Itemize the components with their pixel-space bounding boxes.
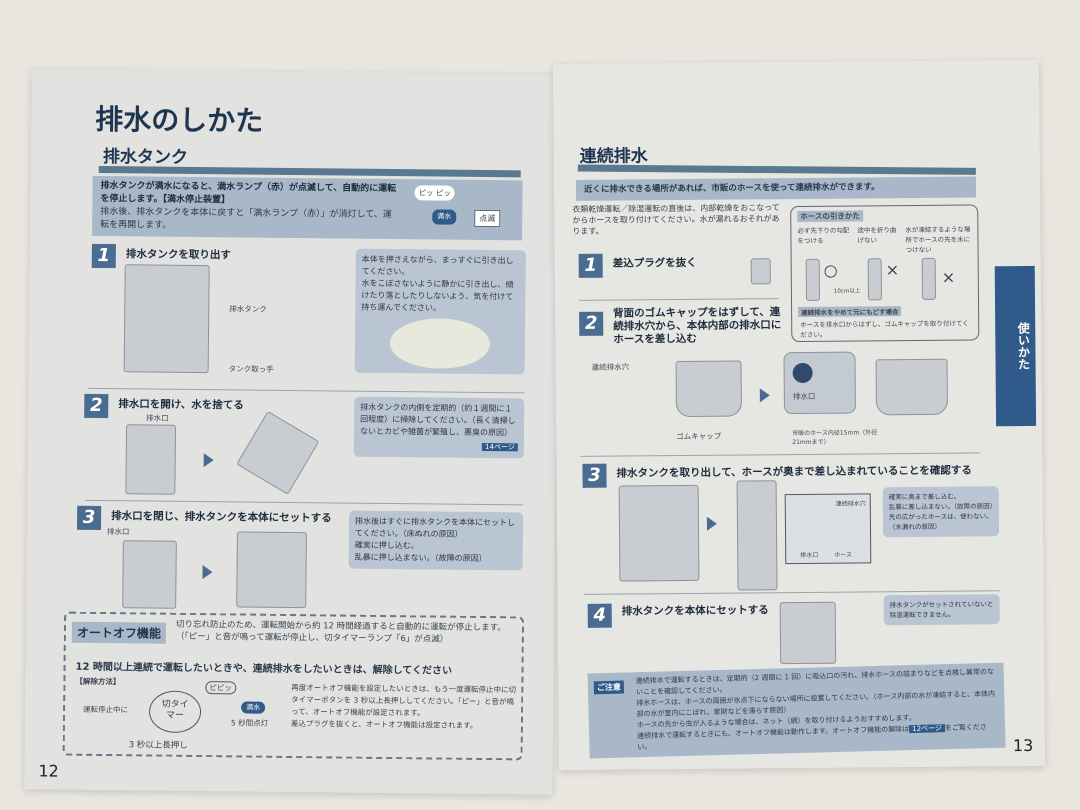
section-title: 連続排水 (579, 146, 648, 167)
full-water-lamp: 満水 (432, 209, 457, 225)
step-1-number: 1 (578, 253, 603, 278)
ok-mark: ○ (823, 260, 838, 280)
full-water-lamp: 満水 (241, 701, 266, 714)
beep-bubble: ピピッ (205, 681, 236, 695)
step-4-number: 4 (587, 603, 612, 628)
intro-band: 近くに排水できる場所があれば、市販のホースを使って連続排水ができます。 (575, 176, 977, 201)
step-1-number: 1 (91, 243, 116, 269)
drain-port-icon (792, 362, 813, 384)
hose-inserted-illustration (875, 358, 949, 416)
ng-mark: × (941, 267, 956, 287)
page-number: 13 (1012, 735, 1034, 756)
dehumidifier-illustration (123, 264, 210, 374)
step-3-title: 排水タンクを取り出して、ホースが奥まで差し込まれていることを確認する (616, 464, 972, 480)
step-3-title: 排水口を閉じ、排水タンクを本体にセットする (111, 510, 332, 525)
step-4-notes: 排水タンクがセットされていないと除湿運転できません。 (883, 594, 1000, 626)
side-tab[interactable]: 使いかた (994, 265, 1037, 427)
page-ref-link[interactable]: 12ページ (909, 724, 946, 734)
step-2-notes: 排水タンクの内側を定期的（約１週間に１回程度）に掃除してください。（長く清掃しな… (353, 396, 525, 459)
step-3-notes: 排水後はすぐに排水タンクを本体にセットしてください。（床ぬれの原因） 確実に押し… (348, 510, 524, 571)
left-page: 排水のしかた 排水タンク 排水タンクが満水になると、満水ランプ（赤）が点滅して、… (24, 69, 560, 795)
ng-mark: × (885, 260, 900, 280)
section-title: 排水タンク (102, 147, 188, 168)
beep-bubble: ピッ ピッ (414, 185, 455, 201)
remove-tank-illustration (618, 484, 700, 582)
set-tank-illustration (779, 601, 837, 665)
page-number: 12 (38, 761, 59, 781)
caution-label: ご注意 (593, 680, 625, 695)
page-ref-link[interactable]: 14ページ (482, 442, 518, 452)
step-3-number: 3 (76, 505, 102, 531)
auto-off-box: オートオフ機能 切り忘れ防止のため、運転開始から約 12 時間経過すると自動的に… (62, 611, 525, 761)
unit-side-illustration (736, 480, 778, 591)
page-title: 排水のしかた (95, 102, 264, 138)
hose-guide-box: ホースの引きかた 必ず先下りの勾配をつける 途中を折り曲げない 水が凍結するよう… (790, 204, 980, 343)
arrow-icon (759, 388, 770, 403)
step-1-notes: 本体を押さえながら、まっすぐに引き出してください。 水をこぼさないように静かに引… (354, 248, 526, 375)
step-2-number: 2 (84, 393, 109, 419)
step-4-title: 排水タンクを本体にセットする (621, 604, 769, 618)
caution-box: ご注意 連続排水で運転するときは、定期的（2 週間に 1 回）に吸込口の汚れ、排… (587, 662, 1006, 759)
step-3-notes: 確実に奥まで差し込む。 乱暴に差し込まない。（故障の原因） 先の広がったホースは… (882, 486, 1000, 538)
pour-illustration (236, 410, 320, 495)
arrow-icon (203, 453, 214, 468)
off-timer-button[interactable]: 切タイマー (148, 690, 202, 734)
step-1-title: 差込プラグを抜く (612, 256, 697, 270)
tank-carry-illustration (389, 318, 491, 370)
step-2-number: 2 (579, 311, 604, 336)
back-view-illustration (675, 360, 743, 418)
right-page: 連続排水 近くに排水できる場所があれば、市販のホースを使って連続排水ができます。… (552, 59, 1046, 771)
step-1-title: 排水タンクを取り出す (125, 248, 231, 262)
auto-off-label: オートオフ機能 (71, 621, 167, 644)
tank-illustration (122, 540, 177, 609)
drain-port-closeup: 排水口 (783, 351, 856, 415)
auto-off-notes: 再度オートオフ機能を設定したいときは、もう一度運転停止中に切タイマーボタンを 3… (290, 683, 517, 730)
step-2-title: 排水口を開け、水を捨てる (118, 398, 244, 412)
arrow-icon (202, 565, 213, 580)
hose-closeup: 連続排水穴 排水口 ホース (784, 493, 872, 565)
outlet-illustration (750, 258, 771, 285)
step-2-title: 背面のゴムキャップをはずして、連続排水穴から、本体内部の排水口にホースを差し込む (613, 306, 782, 346)
arrow-icon (706, 516, 718, 531)
set-tank-illustration (236, 531, 307, 609)
tank-illustration (125, 424, 177, 495)
step-3-number: 3 (582, 463, 607, 488)
blink-label: 点滅 (474, 209, 501, 228)
intro-band: 排水タンクが満水になると、満水ランプ（赤）が点滅して、自動的に運転を停止します。… (92, 175, 523, 241)
